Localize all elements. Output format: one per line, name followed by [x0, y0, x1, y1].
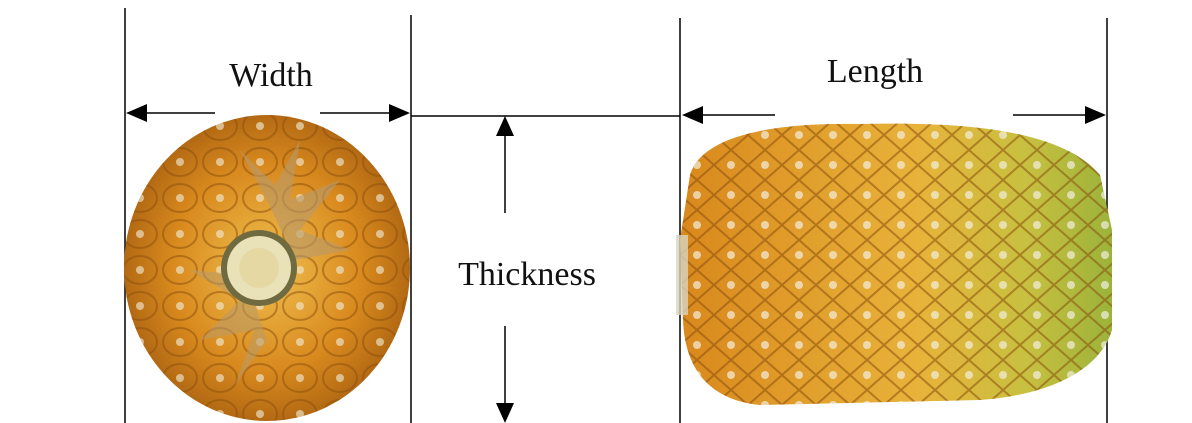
thickness-arrowhead-down	[496, 403, 514, 423]
width-arrowhead-right	[389, 104, 410, 122]
length-arrowhead-left	[682, 106, 703, 124]
width-arrowhead-left	[126, 104, 147, 122]
thickness-arrowhead-up	[496, 116, 514, 136]
length-dimension	[682, 106, 1106, 124]
pineapple-top-view	[124, 115, 410, 421]
thickness-label: Thickness	[458, 256, 596, 293]
length-arrowhead-right	[1085, 106, 1106, 124]
length-label: Length	[827, 53, 923, 90]
pineapple-side-view	[676, 124, 1112, 405]
width-label: Width	[229, 57, 313, 94]
